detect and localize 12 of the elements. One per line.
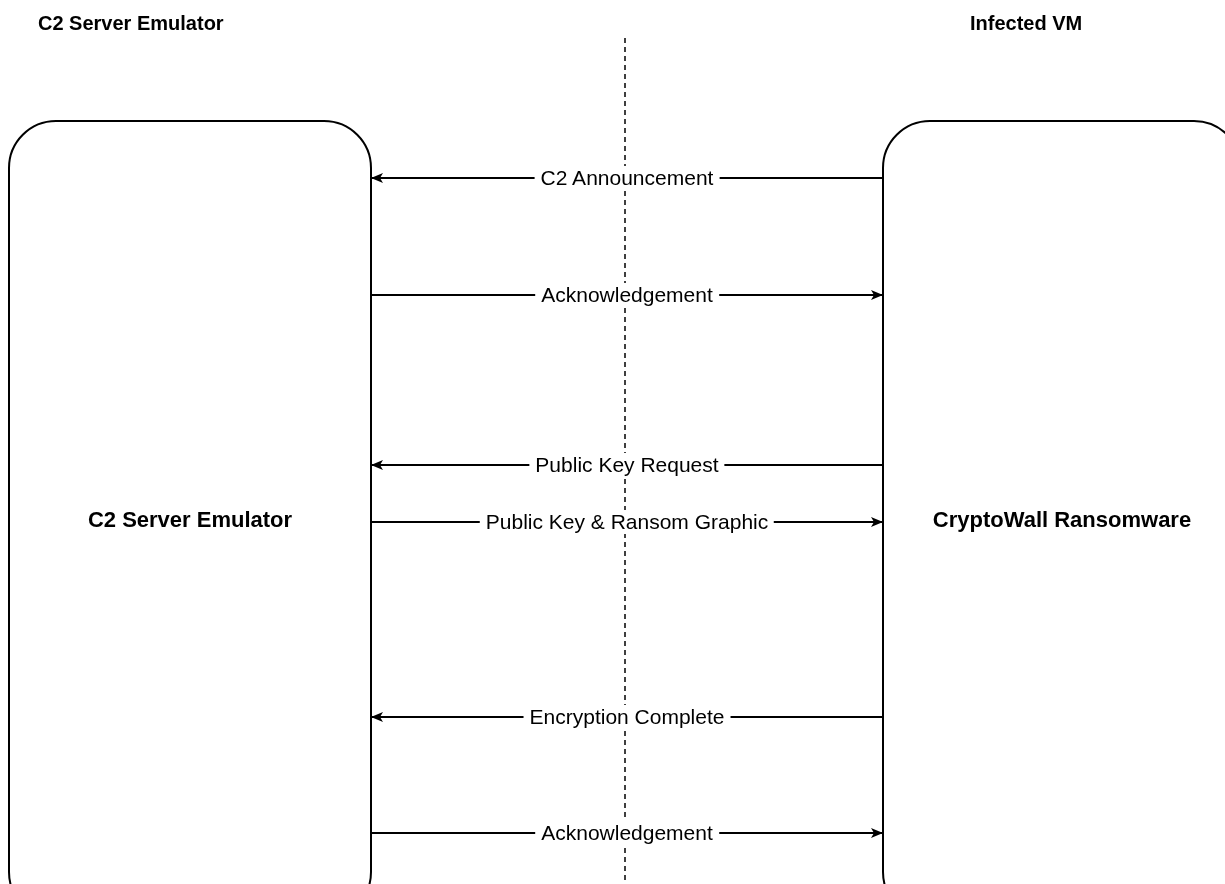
edge-label: Encryption Complete xyxy=(523,705,731,729)
rounded-box xyxy=(882,120,1225,884)
column-heading: C2 Server Emulator xyxy=(38,12,224,35)
edge-label: Acknowledgement xyxy=(535,283,719,307)
column-heading: Infected VM xyxy=(970,12,1083,35)
box-title: C2 Server Emulator xyxy=(86,506,294,534)
rounded-box xyxy=(8,120,372,884)
edge-label: C2 Announcement xyxy=(534,166,720,190)
edge-label: Public Key Request xyxy=(529,453,725,477)
edge-label: Acknowledgement xyxy=(535,821,719,845)
box-title: CryptoWall Ransomware xyxy=(931,506,1193,534)
edge-label: Public Key & Ransom Graphic xyxy=(479,510,775,534)
